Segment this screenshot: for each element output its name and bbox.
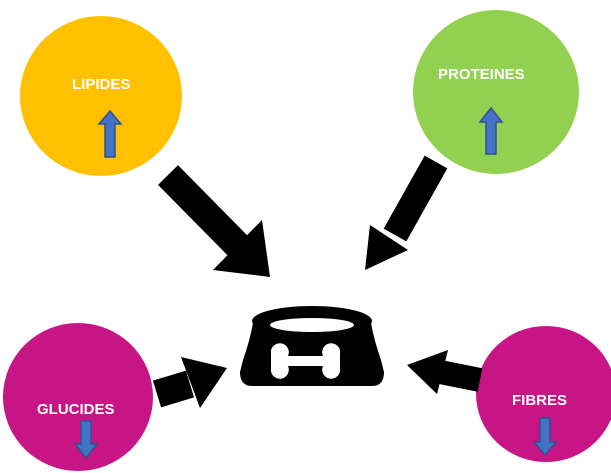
- circle-proteines: [413, 10, 579, 174]
- circle-fibres: [476, 326, 611, 462]
- node-label-proteines: PROTEINES: [438, 66, 525, 83]
- node-label-fibres: FIBRES: [512, 392, 568, 409]
- circle-lipides: [20, 16, 182, 176]
- connector-arrow-glucides: [152, 357, 227, 408]
- connector-arrow-fibres: [407, 350, 483, 394]
- dog-bowl-bone-icon: [240, 306, 384, 386]
- connector-arrow-lipides: [158, 165, 270, 277]
- circle-glucides: [3, 323, 153, 471]
- node-label-glucides: GLUCIDES: [37, 401, 115, 418]
- arrow-down-icon: [73, 420, 99, 460]
- connector-arrow-proteines: [365, 155, 448, 270]
- arrow-up-icon: [478, 106, 504, 155]
- arrow-down-icon: [532, 417, 558, 457]
- arrow-up-icon: [97, 109, 123, 158]
- node-label-lipides: LIPIDES: [72, 76, 131, 93]
